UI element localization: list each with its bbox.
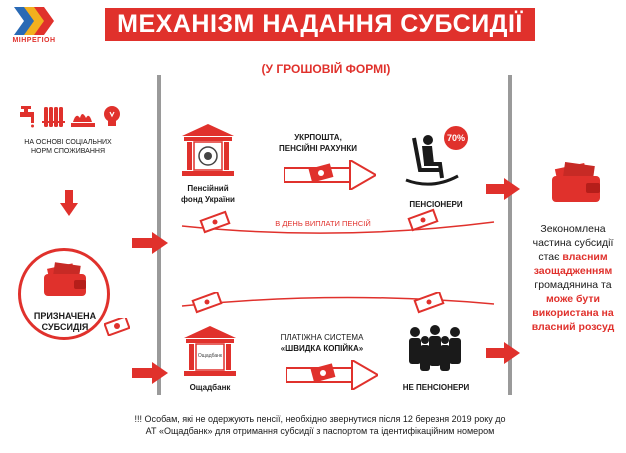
down-arrow-icon xyxy=(60,190,78,216)
right-arrow-icon xyxy=(486,342,520,364)
bank-building-icon xyxy=(180,122,236,180)
savings-line1: Зекономлена xyxy=(540,223,606,235)
footer-line2: АТ «Ощадбанк» для отримання субсидії з п… xyxy=(145,426,495,436)
bottom-recipient: НЕ ПЕНСІОНЕРИ xyxy=(402,383,470,392)
savings-line7: використана на xyxy=(532,307,614,319)
money-icon xyxy=(103,315,131,337)
divider-left xyxy=(157,75,161,395)
bottom-channel-line1: ПЛАТІЖНА СИСТЕМА xyxy=(280,333,364,342)
money-icon xyxy=(310,363,336,383)
pensioner-share-badge: 70% xyxy=(444,126,468,150)
logo-chevrons-icon xyxy=(14,7,54,35)
pension-fund-line1: Пенсійний xyxy=(187,184,229,193)
savings-line5: громадянина та xyxy=(534,279,612,291)
money-icon xyxy=(308,163,334,183)
wallet-icon xyxy=(548,161,604,204)
money-arrow xyxy=(285,358,381,392)
top-channel-line1: УКРПОШТА, xyxy=(294,133,342,142)
lightbulb-icon xyxy=(104,106,120,126)
savings-line2: частина субсидії xyxy=(532,237,614,249)
divider-right xyxy=(508,75,512,395)
logo xyxy=(10,5,60,37)
bank-logo-text: Ощадбанк xyxy=(197,353,223,359)
money-icon xyxy=(191,290,223,314)
bank-name: Ощадбанк xyxy=(189,383,231,392)
bottom-channel-line2: «ШВИДКА КОПІЙКА» xyxy=(280,344,364,353)
top-channel-line2: ПЕНСІЙНІ РАХУНКИ xyxy=(279,144,357,153)
right-arrow-icon xyxy=(132,362,168,384)
norms-text: НА ОСНОВІ СОЦІАЛЬНИХ НОРМ СПОЖИВАННЯ xyxy=(24,139,112,155)
burner-icon xyxy=(71,114,95,127)
assigned-subsidy-line1: ПРИЗНАЧЕНА xyxy=(33,311,97,321)
wallet-icon xyxy=(40,262,90,298)
utility-icons xyxy=(18,104,128,130)
people-group-icon xyxy=(404,324,466,378)
return-arc xyxy=(172,196,502,240)
savings-line3b: власним xyxy=(562,251,608,263)
money-icon xyxy=(413,290,445,314)
page-title: МЕХАНІЗМ НАДАННЯ СУБСИДІЇ xyxy=(105,8,535,41)
logo-text: МІНРЕГІОН xyxy=(12,37,56,44)
rocking-chair-pensioner-icon xyxy=(402,130,462,190)
page-subtitle: (У ГРОШОВІЙ ФОРМІ) xyxy=(261,62,391,76)
money-arrow xyxy=(283,158,379,192)
pension-fund-line2: фонд України xyxy=(181,195,235,204)
bottom-return-arc xyxy=(172,290,502,324)
right-arrow-icon xyxy=(132,232,168,254)
right-arrow-icon xyxy=(486,178,520,200)
payment-day-label: В ДЕНЬ ВИПЛАТИ ПЕНСІЙ xyxy=(275,219,371,228)
savings-text: Зекономлена частина субсидії стає власни… xyxy=(520,222,626,334)
savings-line6: може бути xyxy=(546,293,600,305)
assigned-subsidy-line2: СУБСИДІЯ xyxy=(41,322,89,332)
top-recipient: ПЕНСІОНЕРИ xyxy=(409,200,463,209)
money-icon xyxy=(199,210,231,234)
savings-line4: заощадженням xyxy=(533,265,613,277)
footer-line1: !!! Особам, які не одержують пенсії, нео… xyxy=(134,414,506,424)
bank-building-icon xyxy=(182,324,238,380)
radiator-icon xyxy=(42,107,65,127)
savings-line8: власний розсуд xyxy=(531,321,615,333)
assigned-subsidy-circle xyxy=(18,248,110,340)
footer-note: !!! Особам, які не одержують пенсії, нео… xyxy=(60,413,580,437)
faucet-icon xyxy=(20,106,34,128)
money-icon xyxy=(407,208,439,232)
savings-line3a: стає xyxy=(538,251,563,263)
